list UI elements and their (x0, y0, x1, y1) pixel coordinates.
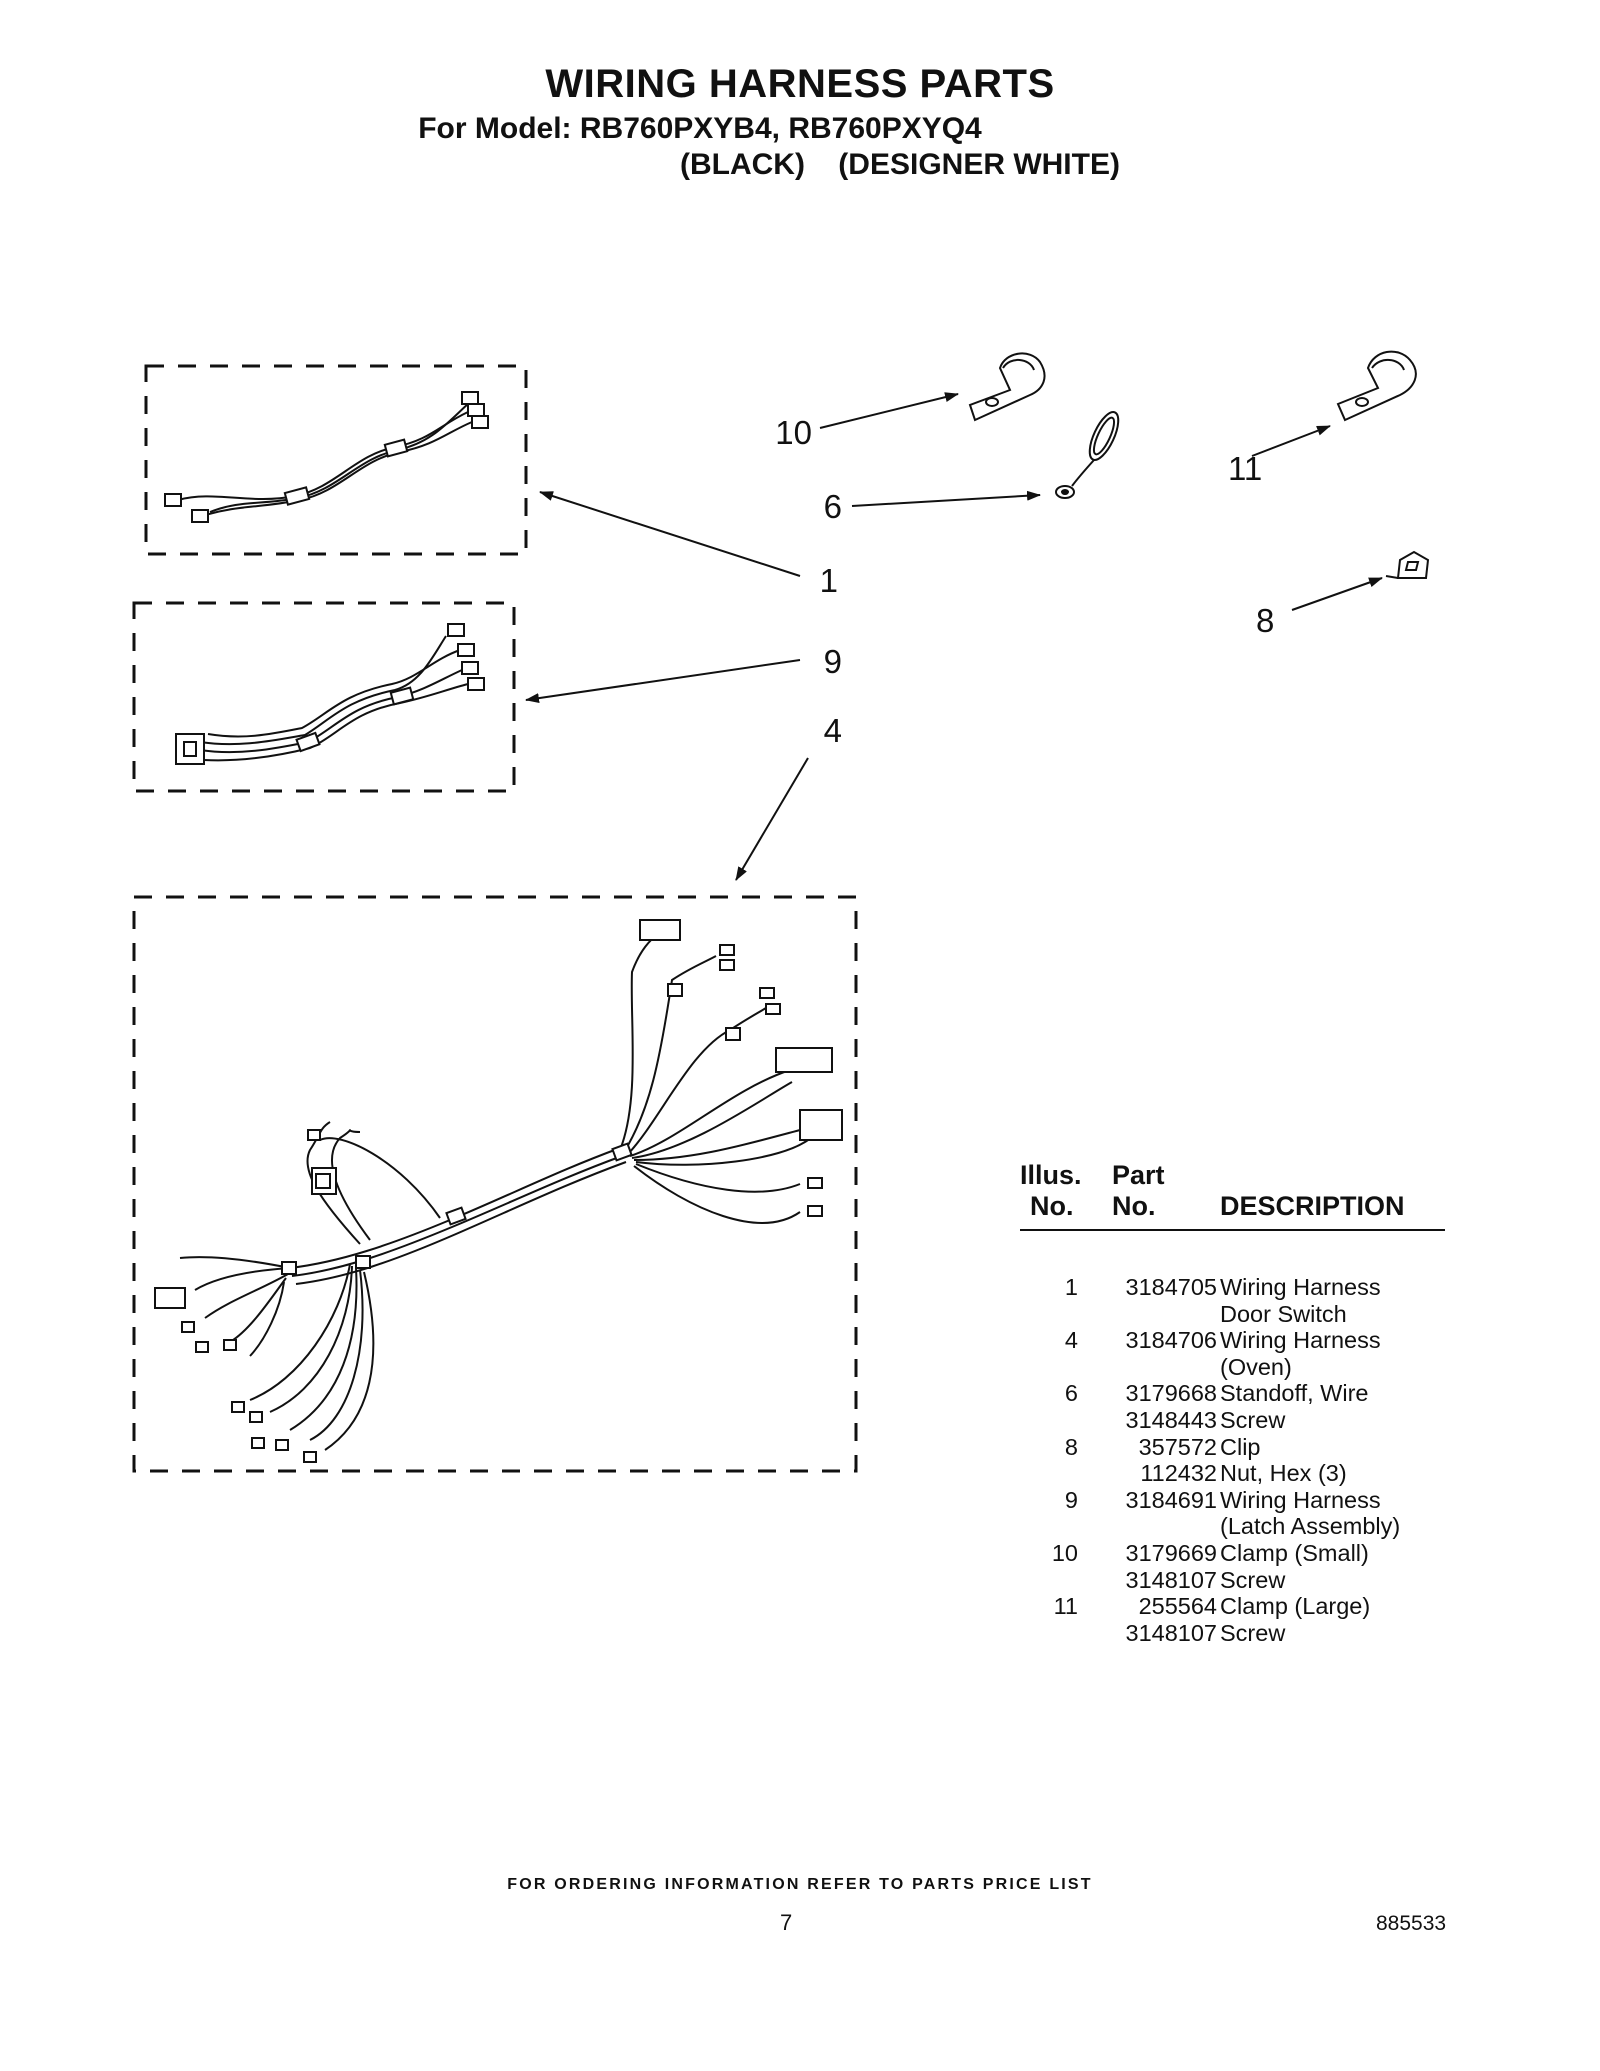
illus-no: 8 (1064, 1433, 1078, 1460)
leader-line-1 (539, 491, 801, 577)
clip-drawing (1385, 550, 1430, 579)
part-no: 3148107 (1125, 1566, 1218, 1593)
part-description: Screw (1220, 1566, 1286, 1593)
callout-6: 6 (824, 488, 842, 525)
oven-harness-drawing (154, 919, 843, 1463)
illus-no: 4 (1064, 1327, 1078, 1354)
part-no: 357572 (1138, 1433, 1217, 1460)
ordering-note: FOR ORDERING INFORMATION REFER TO PARTS … (507, 1876, 1093, 1893)
header-rule (1020, 1229, 1445, 1231)
part-description: Door Switch (1220, 1300, 1347, 1327)
table-row: (Oven) (1020, 1354, 1450, 1381)
table-row: Door Switch (1020, 1301, 1450, 1328)
part-no: 3184706 (1125, 1327, 1218, 1354)
part-no: 3184691 (1125, 1486, 1218, 1513)
part-no: 3148107 (1125, 1619, 1218, 1646)
part-description: Screw (1220, 1406, 1286, 1433)
part-description: (Oven) (1220, 1353, 1292, 1380)
callout-8: 8 (1256, 602, 1274, 639)
clamp-small-drawing (968, 352, 1046, 422)
standoff-wire-drawing (1055, 411, 1120, 499)
illus-no: 11 (1053, 1593, 1078, 1620)
latch-harness-drawing (175, 623, 485, 765)
part-description: Wiring Harness (1220, 1274, 1381, 1300)
header-description: DESCRIPTION (1220, 1191, 1405, 1221)
part-description: Clip (1220, 1433, 1261, 1460)
callout-10: 10 (775, 414, 812, 451)
header-part-line1: Part (1112, 1160, 1165, 1190)
part-description: Clamp (Small) (1220, 1539, 1369, 1566)
leader-line-6 (851, 490, 1041, 507)
harness-9-box (132, 601, 516, 793)
leader-line-10 (819, 392, 959, 429)
leader-line-11 (1251, 425, 1331, 457)
header-part-line2: No. (1112, 1191, 1156, 1221)
part-no: 3148443 (1125, 1406, 1218, 1433)
part-description: Standoff, Wire (1220, 1380, 1369, 1407)
part-description: Clamp (Large) (1220, 1593, 1371, 1620)
part-no: 112432 (1140, 1460, 1217, 1487)
part-description: Wiring Harness (1220, 1327, 1381, 1354)
illus-no: 6 (1064, 1380, 1078, 1407)
leader-line-9 (525, 659, 801, 704)
leader-line-4 (735, 757, 809, 881)
part-description: Screw (1220, 1619, 1286, 1646)
part-no: 3179668 (1125, 1380, 1218, 1407)
clamp-large-drawing (1336, 350, 1417, 422)
model-colors: (BLACK) (DESIGNER WHITE) (680, 148, 1120, 181)
page-number: 7 (780, 1910, 793, 1935)
harness-4-box (132, 895, 858, 1473)
model-numbers: For Model: RB760PXYB4, RB760PXYQ4 (418, 112, 982, 145)
part-description: (Latch Assembly) (1220, 1513, 1401, 1540)
callout-4: 4 (824, 712, 842, 749)
callout-1: 1 (820, 562, 838, 599)
header-illus-line1: Illus. (1020, 1160, 1082, 1190)
part-no: 3184705 (1125, 1274, 1218, 1300)
illus-no: 1 (1064, 1274, 1078, 1300)
harness-1-box (144, 364, 528, 556)
part-no: 255564 (1138, 1593, 1217, 1620)
callout-9: 9 (824, 643, 842, 680)
leader-line-8 (1291, 577, 1383, 611)
illus-no: 9 (1064, 1486, 1078, 1513)
document-number: 885533 (1376, 1912, 1447, 1935)
callout-11: 11 (1228, 450, 1262, 487)
page-title: WIRING HARNESS PARTS (545, 62, 1055, 106)
part-description: Wiring Harness (1220, 1486, 1381, 1513)
door-switch-harness-drawing (164, 391, 489, 523)
illus-no: 10 (1051, 1539, 1078, 1566)
part-no: 3179669 (1125, 1539, 1218, 1566)
part-description: Nut, Hex (3) (1220, 1460, 1347, 1487)
table-row: (Latch Assembly) (1020, 1513, 1450, 1540)
header-illus-line2: No. (1030, 1191, 1074, 1221)
